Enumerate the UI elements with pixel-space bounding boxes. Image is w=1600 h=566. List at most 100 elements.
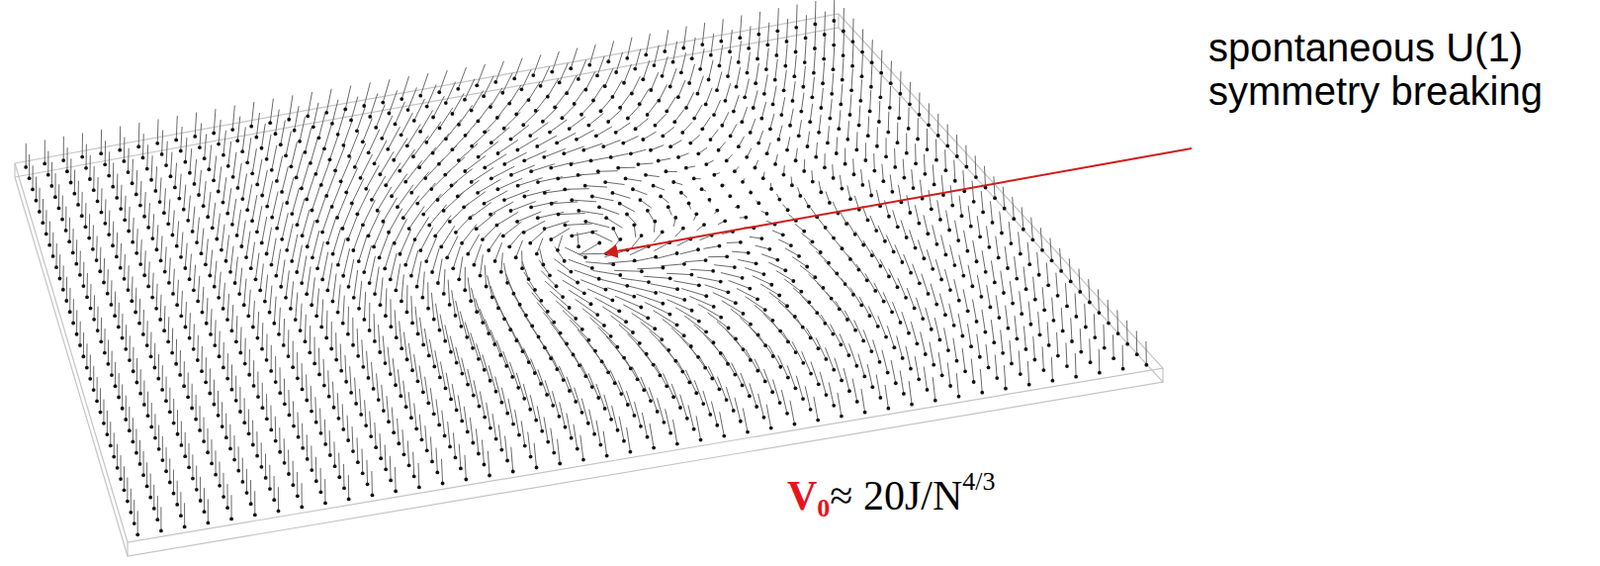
lattice-site [423, 176, 428, 180]
spin-vector [283, 438, 285, 463]
spin-vector [138, 122, 141, 147]
spin-vector [849, 94, 851, 115]
lattice-site [751, 105, 756, 110]
spin-vector [206, 297, 208, 324]
spin-vector [852, 18, 855, 42]
lattice-site [37, 209, 42, 214]
spin-vector [126, 477, 128, 502]
spin-vector [854, 319, 865, 341]
lattice-site [412, 118, 417, 123]
lattice-site [409, 190, 414, 195]
lattice-site [774, 53, 779, 58]
spin-vector [690, 346, 706, 367]
spin-vector [641, 412, 647, 438]
spin-vector [136, 228, 138, 254]
spin-vector [296, 352, 298, 378]
lattice-site [495, 115, 500, 120]
spin-vector [581, 242, 600, 254]
plane-edge [837, 13, 839, 28]
spin-vector [314, 336, 316, 363]
spin-vector [292, 400, 295, 426]
lattice-site [502, 197, 507, 202]
spin-vector [578, 59, 587, 80]
spin-vector [886, 235, 893, 253]
spin-vector [327, 216, 337, 244]
lattice-site [308, 161, 313, 166]
spin-vector [140, 239, 142, 265]
lattice-site [341, 143, 346, 148]
spin-vector [283, 378, 285, 405]
lattice-site [878, 94, 883, 99]
lattice-site [547, 130, 552, 135]
spin-vector [737, 259, 756, 264]
lattice-site [393, 122, 398, 127]
spin-vector [905, 346, 911, 369]
spin-vector [388, 208, 403, 233]
spin-vector [1000, 330, 1003, 354]
lattice-site [926, 122, 931, 127]
spin-vector [496, 211, 519, 225]
spin-vector [332, 381, 334, 408]
spin-vector [297, 412, 300, 438]
spin-vector [128, 335, 130, 360]
spin-vector [315, 149, 324, 175]
lattice-site [110, 243, 115, 248]
spin-vector [70, 158, 72, 182]
spin-vector [338, 452, 341, 478]
spin-vector [1004, 246, 1008, 268]
spin-vector [290, 141, 297, 167]
spin-vector [196, 217, 199, 243]
lattice-site [60, 217, 65, 222]
lattice-site [896, 116, 901, 121]
spin-vector [887, 325, 894, 348]
spin-vector [369, 92, 378, 117]
spin-vector [103, 258, 106, 283]
spin-vector [192, 206, 195, 232]
lattice-site [773, 78, 778, 83]
spin-vector [598, 170, 619, 173]
spin-vector [275, 109, 280, 135]
spin-vector [935, 259, 942, 279]
spin-vector [785, 44, 788, 67]
spin-vector [72, 228, 74, 253]
spin-vector [465, 116, 482, 135]
spin-vector [868, 305, 878, 326]
spin-vector [1002, 186, 1004, 209]
spin-vector [346, 168, 357, 193]
spin-vector [194, 112, 196, 137]
spin-vector [156, 283, 159, 309]
spin-vector [120, 184, 123, 209]
spin-vector [626, 427, 631, 452]
lattice-site [431, 115, 436, 120]
spin-vector [589, 409, 595, 435]
spin-vector [692, 37, 696, 59]
spin-vector [104, 140, 106, 165]
spin-vector [377, 186, 392, 211]
spin-vector [612, 405, 619, 431]
lattice-site [481, 93, 486, 98]
lattice-site [879, 71, 884, 76]
spin-vector [108, 151, 111, 176]
spin-vector [257, 205, 263, 232]
lattice-site [785, 39, 790, 44]
lattice-site [283, 153, 288, 158]
lattice-site [869, 85, 874, 89]
spin-vector [689, 295, 713, 307]
lattice-site [850, 64, 855, 69]
spin-vector [191, 383, 193, 409]
spin-vector [387, 126, 400, 150]
spin-vector [616, 52, 623, 73]
spin-vector [1050, 237, 1053, 261]
spin-vector [766, 48, 769, 70]
spin-vector [370, 470, 373, 495]
spin-vector [910, 321, 917, 344]
spin-vector [255, 253, 260, 280]
spin-vector [873, 153, 876, 172]
spin-vector [335, 332, 337, 359]
spin-vector [247, 183, 253, 210]
spin-vector [407, 124, 421, 147]
spin-vector [251, 242, 256, 269]
spin-vector [658, 158, 672, 161]
lattice-site [456, 158, 461, 163]
spin-vector [96, 306, 98, 331]
